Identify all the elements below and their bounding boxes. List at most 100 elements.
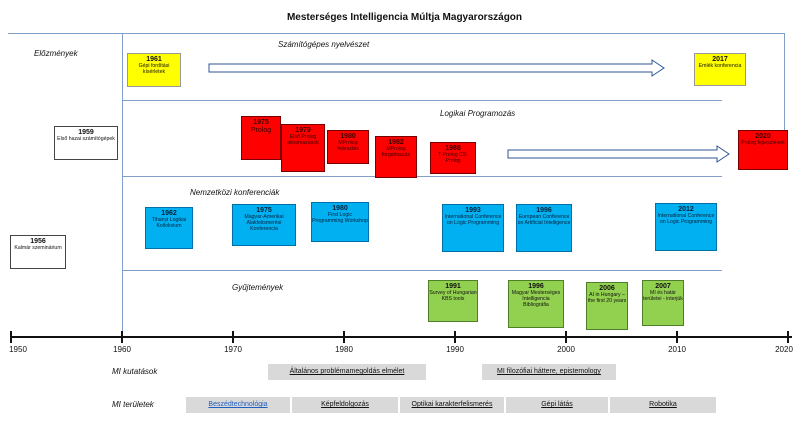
tick-2020 [787,331,789,343]
area-chip-optikai: Optikai karakterfelismerés [400,397,504,413]
event-year: 1988 [445,145,461,152]
event-2020: 2020 Prolog fejlesztések [738,130,788,170]
event-year: 1993 [465,207,481,214]
tick-2000 [565,331,567,343]
lane-label-logikai: Logikai Programozás [440,109,516,118]
event-text: European Conference on Artificial Intell… [517,214,571,227]
event-1996-bibliografia: 1996 Magyar Mesterséges Intelligencia Bi… [508,280,564,328]
research-row-label: MI kutatások [112,367,158,376]
event-text: Magyar-Amerikai Alakfelismerési Konferen… [244,214,284,233]
tick-label-1990: 1990 [446,345,464,354]
tick-1950 [10,331,12,343]
frame-left [122,33,123,338]
areas-row-label: MI területek [112,400,154,409]
event-year: 2012 [678,206,694,213]
tick-label-1950: 1950 [9,345,27,354]
event-1980-workshop: 1980 First Logic Programming Workshop [311,202,369,242]
event-text: AI in Hungary – the first 20 years [587,292,627,305]
lane-label-nyelveszet: Számítógépes nyelvészet [278,40,370,49]
event-1988: 1988 T-Prolog CS-Prolog [430,142,476,174]
event-text: MProlog fejlesztés [337,140,359,153]
event-year: 1982 [388,139,404,146]
event-year: 1962 [161,210,177,217]
tick-label-2010: 2010 [668,345,686,354]
event-1975-prolog: 1975 Prolog [241,116,281,160]
event-text: Magyar Mesterséges Intelligencia Bibliog… [511,290,561,309]
area-chip-gepi-latas: Gépi látás [506,397,608,413]
event-1982: 1982 MProlog forgalmazás [375,136,417,178]
event-1996-ecai: 1996 European Conference on Artificial I… [516,204,572,252]
event-1959: 1959 Első hazai számítógépek [54,126,118,160]
event-1980-mprolog: 1980 MProlog fejlesztés [327,130,369,164]
tick-label-2000: 2000 [557,345,575,354]
event-text: MProlog forgalmazás [381,146,411,159]
tick-label-1970: 1970 [224,345,242,354]
top-divider [8,33,784,34]
area-chip-robotika: Robotika [610,397,716,413]
event-1979: 1979 Első Prolog alkalmazások [281,124,325,172]
event-year: 1975 [253,119,269,126]
event-text: International Conference on Logic Progra… [657,213,715,226]
event-text: Gépi fordítási kísérletek [138,63,170,76]
event-year: 1975 [256,207,272,214]
lane-label-konferenciak: Nemzetközi konferenciák [190,188,280,197]
tick-1990 [454,331,456,343]
event-1962: 1962 Tihanyi Logikai Kollokvium [145,207,193,249]
event-text: Első Prolog alkalmazások [287,134,319,147]
research-chip-2: MI filozófiai háttere, epistemology [482,364,616,380]
event-year: 1996 [536,207,552,214]
tick-1960 [121,331,123,343]
tick-label-1960: 1960 [113,345,131,354]
event-year: 1980 [332,205,348,212]
event-2007: 2007 MI és határ területei - interjúk [642,280,684,326]
event-year: 2006 [599,285,615,292]
event-year: 1961 [146,56,162,63]
frame-right [784,33,785,163]
event-1991: 1991 Survey of Hungarian KBS tools [428,280,478,322]
tick-1970 [232,331,234,343]
tick-label-2020: 2020 [775,345,793,354]
event-1956: 1956 Kalmár szeminárium [10,235,66,269]
event-text: Emlék konferencia [698,63,742,70]
event-text: T-Prolog CS-Prolog [438,152,468,165]
arrow-nyelveszet [208,59,665,77]
event-text: Survey of Hungarian KBS tools [429,290,477,303]
lane-divider-1 [122,100,722,101]
event-year: 2017 [712,56,728,63]
lane-divider-3 [122,270,722,271]
event-2012: 2012 International Conference on Logic P… [655,203,717,251]
research-chip-1: Általános problémamegoldás elmélet [268,364,426,380]
event-year: 2007 [655,283,671,290]
event-year: 2020 [755,133,771,140]
event-text: Első hazai számítógépek [57,136,115,143]
event-year: 1991 [445,283,461,290]
event-text: International Conference on Logic Progra… [444,214,502,227]
event-text: Tihanyi Logikai Kollokvium [151,217,187,230]
page-title: Mesterséges Intelligencia Múltja Magyaro… [286,12,523,23]
event-year: 1980 [340,133,356,140]
event-text: First Logic Programming Workshop [312,212,368,225]
event-text: Prolog fejlesztések [741,140,785,147]
event-year: 1996 [528,283,544,290]
event-year: 1979 [295,127,311,134]
event-1975-konferencia: 1975 Magyar-Amerikai Alakfelismerési Kon… [232,204,296,246]
event-year: 1959 [78,129,94,136]
lane-divider-2 [122,176,722,177]
event-year: 1956 [30,238,46,245]
lane-label-elozmenyek: Előzmények [34,49,78,58]
event-text: MI és határ területei - interjúk [643,290,683,303]
area-chip-kepfeldolgozas: Képfeldolgozás [292,397,398,413]
event-1961: 1961 Gépi fordítási kísérletek [127,53,181,87]
area-chip-beszedtechnologia[interactable]: Beszédtechnológia [186,397,290,413]
arrow-logikai [507,145,730,163]
event-text: Kalmár szeminárium [14,245,62,252]
tick-2010 [676,331,678,343]
timeline-axis [10,336,792,338]
event-text: Prolog [250,127,272,135]
tick-1980 [343,331,345,343]
event-2006: 2006 AI in Hungary – the first 20 years [586,282,628,330]
lane-label-gyujtemenyek: Gyűjtemények [232,283,284,292]
event-2017: 2017 Emlék konferencia [694,53,746,86]
event-1993: 1993 International Conference on Logic P… [442,204,504,252]
tick-label-1980: 1980 [335,345,353,354]
